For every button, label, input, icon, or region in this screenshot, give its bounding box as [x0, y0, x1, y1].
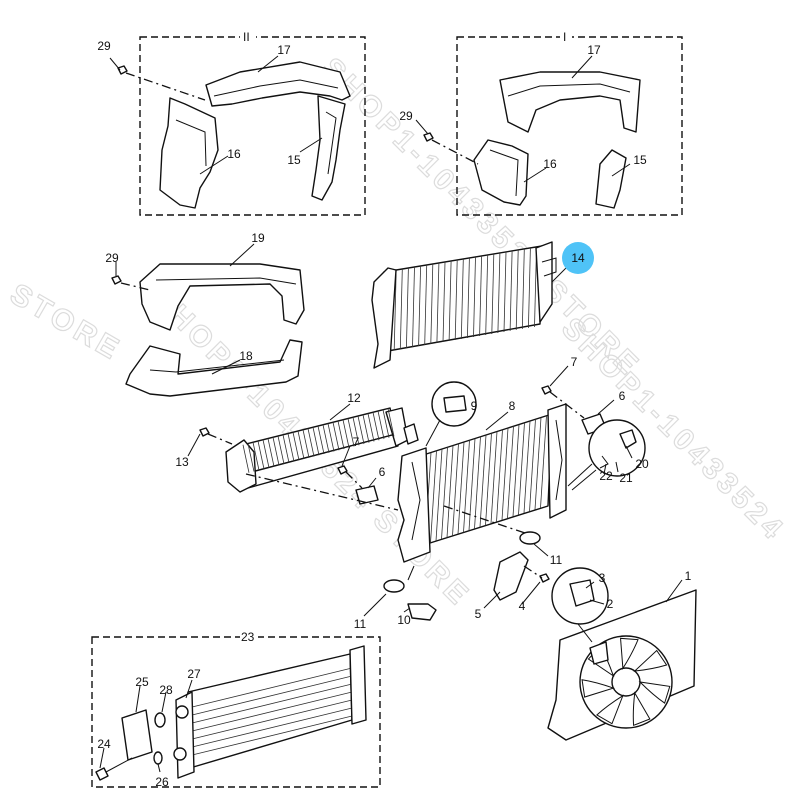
callout-label-29b: 29 — [399, 109, 413, 123]
callout-label-21: 21 — [619, 471, 633, 485]
callout-label-11b: 11 — [354, 617, 367, 631]
callout-label-22: 22 — [599, 469, 613, 483]
callout-label-12: 12 — [347, 391, 361, 405]
intercooler-12 — [225, 407, 419, 493]
callout-label-20: 20 — [635, 457, 649, 471]
callout-label-17a: 17 — [277, 43, 291, 57]
callout-label-29a: 29 — [97, 39, 111, 53]
callout-label-2: 2 — [607, 597, 614, 611]
callout-label-25: 25 — [135, 675, 149, 689]
callout-label-13: 13 — [175, 455, 189, 469]
callout-label-9: 9 — [471, 399, 478, 413]
callout-label-7b: 7 — [353, 435, 360, 449]
group-label: II — [243, 30, 250, 44]
condenser-14 — [371, 241, 557, 369]
callout-label-14: 14 — [571, 251, 585, 265]
group-box-i: I — [456, 30, 683, 216]
callout-label-24: 24 — [97, 737, 111, 751]
callout-label-16b: 16 — [543, 157, 557, 171]
callout-label-11a: 11 — [550, 553, 563, 567]
radiator-8 — [397, 403, 567, 563]
callout-label-5: 5 — [475, 607, 482, 621]
group-box-23: 23 — [91, 630, 381, 788]
callout-label-16a: 16 — [227, 147, 241, 161]
callout-label-4: 4 — [519, 599, 526, 613]
callout-label-15b: 15 — [633, 153, 647, 167]
leader-lines — [99, 55, 683, 773]
callout-label-26: 26 — [155, 775, 169, 789]
group-label: 23 — [241, 630, 255, 644]
callout-label-3: 3 — [599, 571, 606, 585]
callout-label-18: 18 — [239, 349, 253, 363]
callout-label-7a: 7 — [571, 355, 578, 369]
callout-label-29c: 29 — [105, 251, 119, 265]
callout-label-27: 27 — [187, 667, 201, 681]
callout-label-1: 1 — [685, 569, 692, 583]
callout-label-15a: 15 — [287, 153, 301, 167]
fan-assembly-1 — [547, 589, 697, 741]
group-label: I — [563, 30, 566, 44]
group-box-ii: II — [139, 30, 366, 216]
callout-label-10: 10 — [397, 613, 411, 627]
callout-label-28: 28 — [159, 683, 173, 697]
callout-label-17b: 17 — [587, 43, 601, 57]
callout-highlight — [562, 242, 594, 274]
callout-label-6a: 6 — [619, 389, 626, 403]
callout-label-19: 19 — [251, 231, 265, 245]
callout-label-6b: 6 — [379, 465, 386, 479]
watermark-line: STORE — [5, 277, 128, 367]
callout-label-8: 8 — [509, 399, 516, 413]
